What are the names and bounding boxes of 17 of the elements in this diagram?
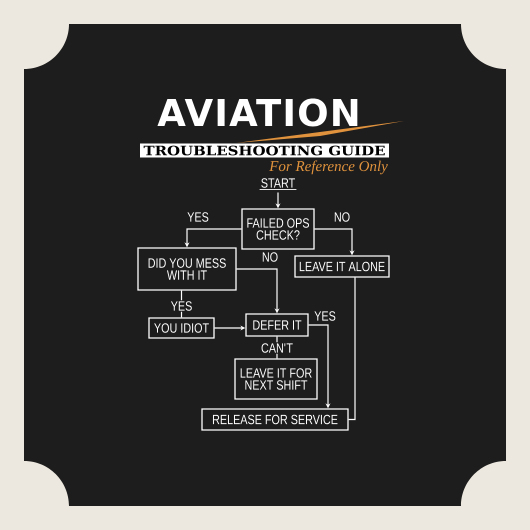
edge-label: CAN'T — [260, 342, 294, 354]
process-box: LEAVE IT FOR NEXT SHIFT — [234, 358, 318, 400]
process-box: YOU IDIOT — [148, 317, 215, 339]
process-box: DEFER IT — [245, 313, 309, 337]
start-label: START — [259, 178, 297, 190]
subtitle-banner: TROUBLESHOOTING GUIDE — [140, 144, 389, 158]
title: AVIATION — [157, 98, 404, 143]
process-box: LEAVE IT ALONE — [294, 255, 390, 278]
process-box: RELEASE FOR SERVICE — [201, 408, 349, 431]
process-box: FAILED OPS CHECK? — [241, 208, 315, 250]
edge-label: YES — [170, 300, 194, 312]
edge-label: YES — [313, 310, 337, 322]
tagline: For Reference Only — [269, 160, 388, 174]
edge-label: NO — [332, 211, 352, 223]
process-box: DID YOU MESS WITH IT — [137, 247, 237, 291]
edge-label: NO — [260, 251, 280, 263]
edge-label: YES — [186, 211, 210, 223]
